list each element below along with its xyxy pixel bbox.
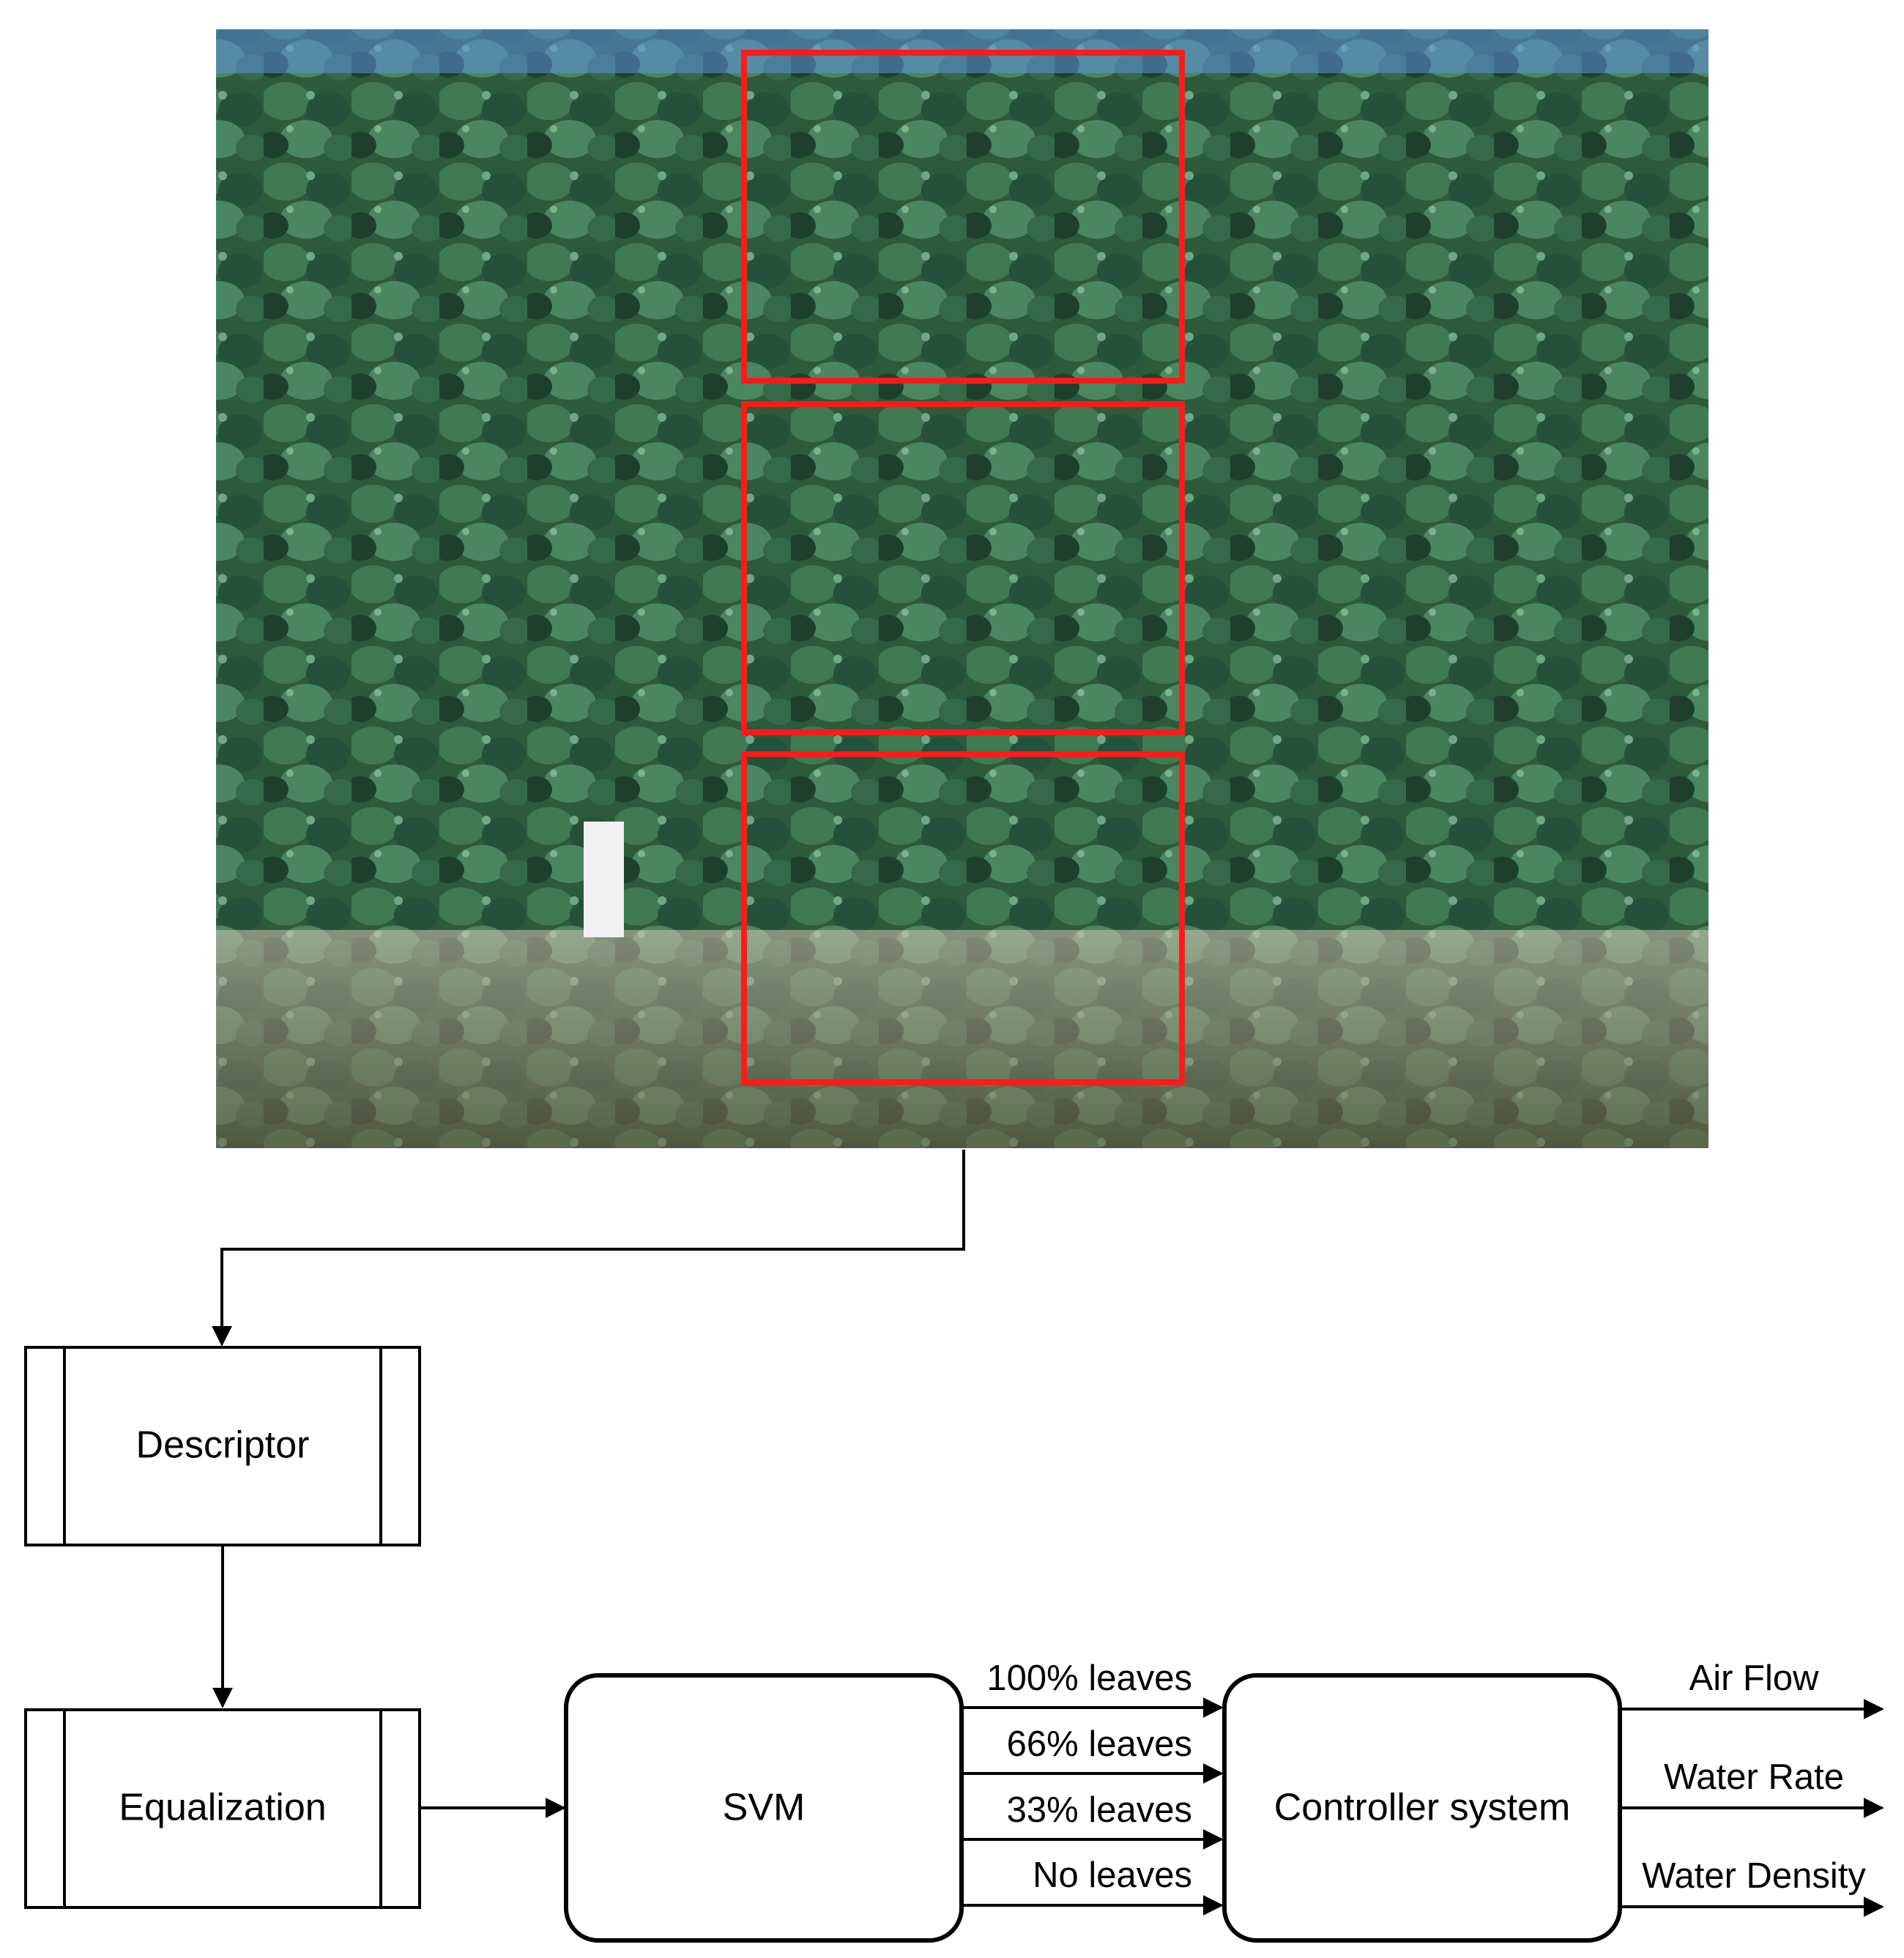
equalization-box: Equalization: [24, 1708, 421, 1909]
label-100-leaves: 100% leaves: [986, 1659, 1192, 1698]
label-water-density: Water Density: [1642, 1856, 1866, 1896]
label-66-leaves: 66% leaves: [1007, 1724, 1192, 1764]
controller-box: Controller system: [1222, 1673, 1622, 1943]
lower-foliage: [216, 930, 1708, 1148]
label-air-flow: Air Flow: [1689, 1659, 1820, 1698]
label-water-rate: Water Rate: [1664, 1757, 1844, 1797]
row-marker-sign: [584, 822, 624, 937]
region-box-top: [741, 50, 1185, 384]
svm-label: SVM: [723, 1787, 806, 1829]
svm-output-arrows: 100% leaves 66% leaves 33% leaves No lea…: [962, 1659, 1224, 1916]
svm-box: SVM: [564, 1673, 964, 1943]
descriptor-label: Descriptor: [136, 1424, 310, 1467]
region-box-bottom: [741, 751, 1185, 1085]
controller-output-arrows: Air Flow Water Rate Water Density: [1620, 1659, 1884, 1917]
vineyard-photo: [216, 29, 1708, 1148]
controller-label: Controller system: [1274, 1787, 1571, 1829]
descriptor-box: Descriptor: [24, 1346, 421, 1546]
equalization-label: Equalization: [119, 1787, 326, 1829]
label-33-leaves: 33% leaves: [1007, 1790, 1192, 1830]
connector-photo-to-descriptor: [212, 1150, 965, 1347]
region-box-middle: [741, 401, 1185, 735]
label-no-leaves: No leaves: [1033, 1855, 1192, 1895]
